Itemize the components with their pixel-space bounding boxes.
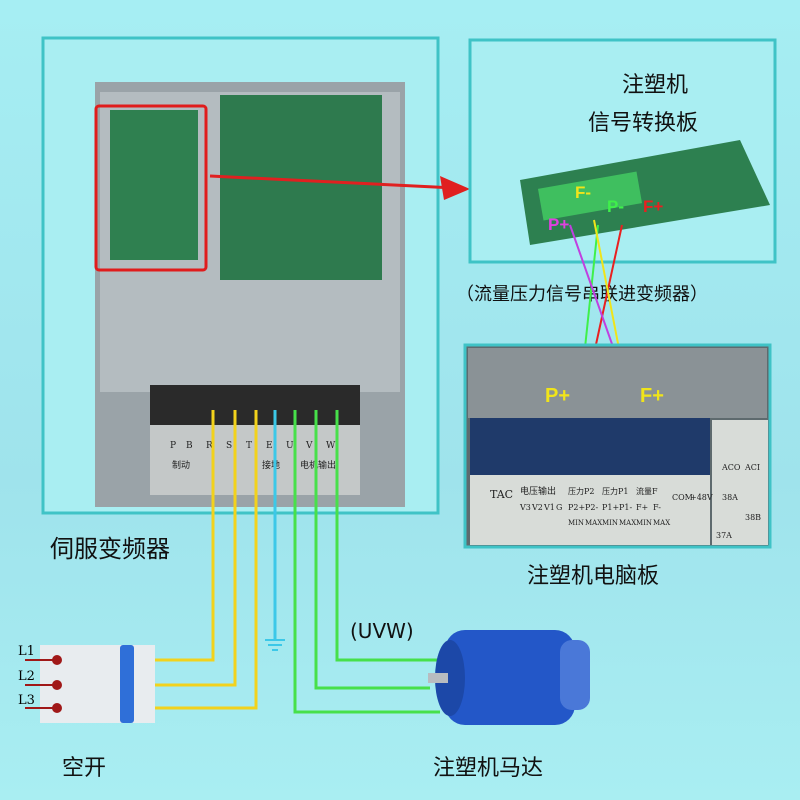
cell-min: MIN: [568, 519, 584, 527]
cell-p1-minus: P1-: [619, 503, 632, 512]
terminal-T: T: [246, 441, 252, 451]
panel-p2: 压力P2: [568, 486, 594, 496]
cell-max: MAX: [619, 519, 636, 527]
main-pcb: [220, 95, 382, 280]
red-arrow: [209, 174, 470, 200]
label-f-plus: F+: [643, 197, 663, 216]
computer-label-plate: [470, 475, 710, 545]
motor-body: [445, 630, 575, 725]
cell-max: MAX: [585, 519, 602, 527]
ground-icon: [265, 639, 285, 651]
terminal-U: U: [286, 441, 294, 451]
panel-f: 流量F: [636, 486, 658, 496]
motor-fan-cover: [560, 640, 590, 710]
computer-side-plate: [712, 420, 768, 545]
computer-pcb: [470, 418, 710, 478]
side-aci: ACI: [744, 463, 760, 472]
converter-note: （流量压力信号串联进变频器）: [456, 284, 708, 305]
computer-board: P+ F+ TAC 电压输出 V3 V2 V1 G 压力P2 压力P1 流量F …: [463, 343, 772, 589]
cell-v2: V2: [531, 503, 543, 512]
side-37a: 37A: [716, 531, 732, 540]
motor-face: [435, 640, 465, 716]
cell-f-minus: F-: [653, 503, 661, 512]
label-p-minus: P-: [607, 197, 624, 216]
input-l1: L1: [18, 644, 35, 659]
terminal-P: P: [170, 441, 176, 451]
terminal-R: R: [206, 441, 213, 451]
computer-panel-labels: TAC 电压输出 V3 V2 V1 G 压力P2 压力P1 流量F P2+ P2…: [490, 463, 761, 540]
inverter-caption: 伺服变频器: [50, 535, 170, 563]
label-p-plus: P+: [548, 215, 569, 234]
cell-v1: V1: [543, 503, 555, 512]
power-wires: [150, 410, 440, 714]
note-motor-out: 电机输出: [300, 459, 336, 471]
terminal-W: W: [326, 441, 336, 451]
breaker-caption: 空开: [62, 756, 106, 781]
note-ground: 接地: [262, 459, 280, 471]
label-f-plus-board: F+: [640, 385, 664, 407]
cell-p2-minus: P2-: [585, 503, 598, 512]
panel-tac: TAC: [490, 488, 513, 501]
motor-note: (UVW): [350, 619, 414, 643]
label-p-plus-board: P+: [545, 385, 570, 407]
cell-max: MAX: [653, 519, 670, 527]
side-aco: ACO: [721, 463, 741, 472]
panel-48v: +48V: [690, 493, 713, 502]
breaker-switch: [120, 645, 134, 723]
converter-pcb: [520, 140, 770, 245]
computer-rail: [468, 348, 767, 418]
computer-caption: 注塑机电脑板: [527, 564, 659, 589]
servo-inverter: P B R S T E U V W 制动 接地 电机输出 伺服变频器: [41, 36, 440, 563]
highlight-box: [94, 104, 208, 272]
terminal-S: S: [226, 441, 232, 451]
converter-connector: [537, 171, 643, 221]
cell-g: G: [556, 503, 562, 512]
motor-shaft: [428, 673, 448, 683]
cell-min: MIN: [636, 519, 652, 527]
input-l3: L3: [18, 693, 35, 708]
cell-min: MIN: [602, 519, 618, 527]
terminal-B: B: [186, 441, 193, 451]
panel-p1: 压力P1: [602, 486, 628, 496]
motor: (UVW) 注塑机马达: [350, 619, 590, 781]
cell-p2-plus: P2+: [568, 503, 585, 512]
cell-p1-plus: P1+: [602, 503, 619, 512]
side-38b: 38B: [745, 513, 761, 522]
label-f-minus: F-: [575, 183, 591, 202]
signal-converter-board: 注塑机 信号转换板 F- P- P+ F+ （流量压力信号串联进变频器）: [456, 38, 777, 305]
note-brake: 制动: [172, 459, 190, 471]
converter-title-1: 注塑机: [622, 73, 688, 98]
panel-voltage-out: 电压输出: [520, 485, 556, 497]
terminal-V: V: [305, 441, 313, 451]
motor-caption: 注塑机马达: [433, 756, 543, 781]
cell-f-plus: F+: [636, 503, 648, 512]
converter-title-2: 信号转换板: [588, 111, 698, 136]
circuit-breaker: L1 L2 L3 空开: [18, 644, 155, 781]
cell-v3: V3: [519, 503, 531, 512]
panel-com: COM: [672, 493, 693, 502]
input-l2: L2: [18, 669, 35, 684]
terminal-E: E: [266, 441, 273, 451]
side-38a: 38A: [722, 493, 738, 502]
signal-pcb: [110, 110, 198, 260]
